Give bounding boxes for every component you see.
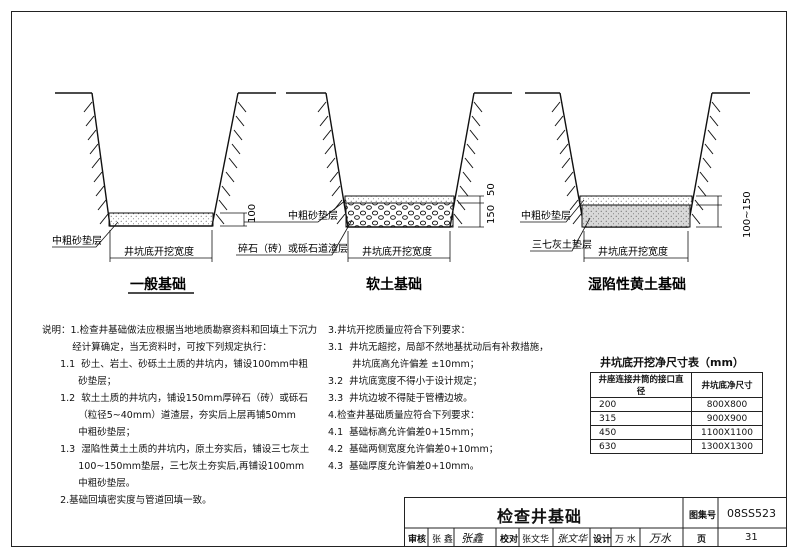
note-line: 4.检查井基础质量应符合下列要求： [328, 410, 480, 421]
atlas-number: 08SS523 [727, 507, 776, 520]
table-cell: 800X800 [691, 397, 763, 412]
note-line: 4.3 基础厚度允许偏差0+10mm。 [328, 461, 480, 472]
loess-sand-label: 中粗砂垫层 [521, 209, 571, 222]
table-cell: 315 [590, 411, 692, 426]
note-line: 3.2 井坑底宽度不得小于设计规定； [328, 376, 483, 387]
note-line: 井坑底高允许偏差 ±10mm； [328, 359, 480, 370]
designer-name: 万 水 [615, 535, 636, 545]
soft-gravel-label: 碎石（砖）或砾石道渣层 [238, 242, 348, 255]
reviewer-name: 张 鑫 [432, 535, 453, 545]
notes-middle: 3.井坑开挖质量应符合下列要求： 3.1 井坑无超挖，局部不然地基扰动后有补救措… [328, 322, 549, 475]
proof-label: 校对 [500, 535, 519, 545]
proofer-signature: 张文华 [557, 534, 587, 545]
table-cell: 1300X1300 [691, 439, 763, 454]
dim-soft-150: 150 [486, 205, 497, 224]
page-number: 31 [745, 532, 758, 543]
proofer-name: 张文华 [522, 535, 550, 545]
notes-left: 说明：1.检查井基础做法应根据当地地质勘察资料和回填土下沉力 经计算确定，当无资… [42, 322, 317, 509]
design-label: 设计 [593, 535, 612, 545]
note-line: 100~150mm垫层，三七灰土夯实后,再铺设100mm [42, 461, 305, 472]
title-block: 检查井基础 图集号 08SS523 审核 张 鑫 张鑫 校对 张文华 张文华 设… [404, 497, 786, 546]
table-title: 井坑底开挖净尺寸表（mm） [600, 356, 744, 369]
excavation-size-table: 井座连接井筒的接口直径 井坑底净尺寸 200 800X800 315 900X9… [590, 372, 763, 454]
table-row: 630 1300X1300 [590, 439, 763, 454]
table-cell: 900X900 [691, 411, 763, 426]
table-cell: 1100X1100 [691, 425, 763, 440]
table-header-row: 井座连接井筒的接口直径 井坑底净尺寸 [590, 372, 763, 398]
reviewer-signature: 张鑫 [461, 532, 483, 545]
table-cell: 630 [590, 439, 692, 454]
atlas-label: 图集号 [689, 511, 717, 521]
table-header: 井坑底净尺寸 [691, 372, 763, 398]
drawing-sheet [11, 11, 787, 547]
note-line: 中粗砂垫层； [42, 427, 136, 438]
dim-general-100: 100 [247, 204, 258, 223]
note-line: 中粗砂垫层。 [42, 478, 136, 489]
page-label: 页 [697, 535, 707, 545]
note-line: 砂垫层； [42, 376, 117, 387]
table-row: 315 900X900 [590, 411, 763, 426]
note-line: 3.1 井坑无超挖，局部不然地基扰动后有补救措施， [328, 342, 549, 353]
general-caption: 一般基础 [130, 276, 186, 293]
general-foundation-drawing [52, 92, 276, 262]
dim-soft-50: 50 [486, 183, 497, 196]
loess-foundation-drawing [520, 92, 750, 262]
note-line: （粒径5~40mm）道渣层，夯实后上层再铺50mm [42, 410, 296, 421]
table-cell: 450 [590, 425, 692, 440]
soft-width-label: 井坑底开挖宽度 [362, 245, 432, 258]
table-cell: 200 [590, 397, 692, 412]
soft-caption: 软土基础 [366, 276, 422, 293]
note-line: 1.1 砂土、岩土、砂砾土土质的井坑内，铺设100mm中粗 [42, 359, 308, 370]
note-line: 3.3 井坑边坡不得陡于管槽边坡。 [328, 393, 473, 404]
table-header: 井座连接井筒的接口直径 [590, 372, 692, 398]
note-line: 说明：1.检查井基础做法应根据当地地质勘察资料和回填土下沉力 [42, 325, 318, 336]
note-line: 4.1 基础标高允许偏差0+15mm； [328, 427, 480, 438]
loess-caption: 湿陷性黄土基础 [588, 276, 686, 293]
loess-lime-label: 三七灰土垫层 [532, 238, 592, 251]
loess-width-label: 井坑底开挖宽度 [598, 245, 668, 258]
note-line: 2.基础回填密实度与管道回填一致。 [42, 495, 212, 506]
note-line: 4.2 基础两侧宽度允许偏差0+10mm； [328, 444, 499, 455]
note-line: 1.2 软土土质的井坑内，铺设150mm厚碎石（砖）或砾石 [42, 393, 308, 404]
drawing-title: 检查井基础 [497, 507, 583, 526]
note-line: 1.3 湿陷性黄土土质的井坑内，原土夯实后，铺设三七灰土 [42, 444, 310, 455]
general-sand-label: 中粗砂垫层 [52, 234, 102, 247]
note-line: 经计算确定，当无资料时，可按下列规定执行： [42, 342, 272, 353]
table-row: 450 1100X1100 [590, 425, 763, 440]
note-line: 3.井坑开挖质量应符合下列要求： [328, 325, 471, 336]
designer-signature: 万水 [649, 532, 671, 545]
foundation-drawings: 100 中粗砂垫层 井坑底开挖宽度 一般基础 50 1 [52, 92, 753, 294]
review-label: 审核 [408, 535, 427, 545]
dim-loess-100-150: 100~150 [742, 191, 753, 238]
soft-sand-label: 中粗砂垫层 [288, 209, 338, 222]
soft-soil-foundation-drawing [236, 92, 512, 262]
general-width-label: 井坑底开挖宽度 [124, 245, 194, 258]
table-row: 200 800X800 [590, 397, 763, 412]
